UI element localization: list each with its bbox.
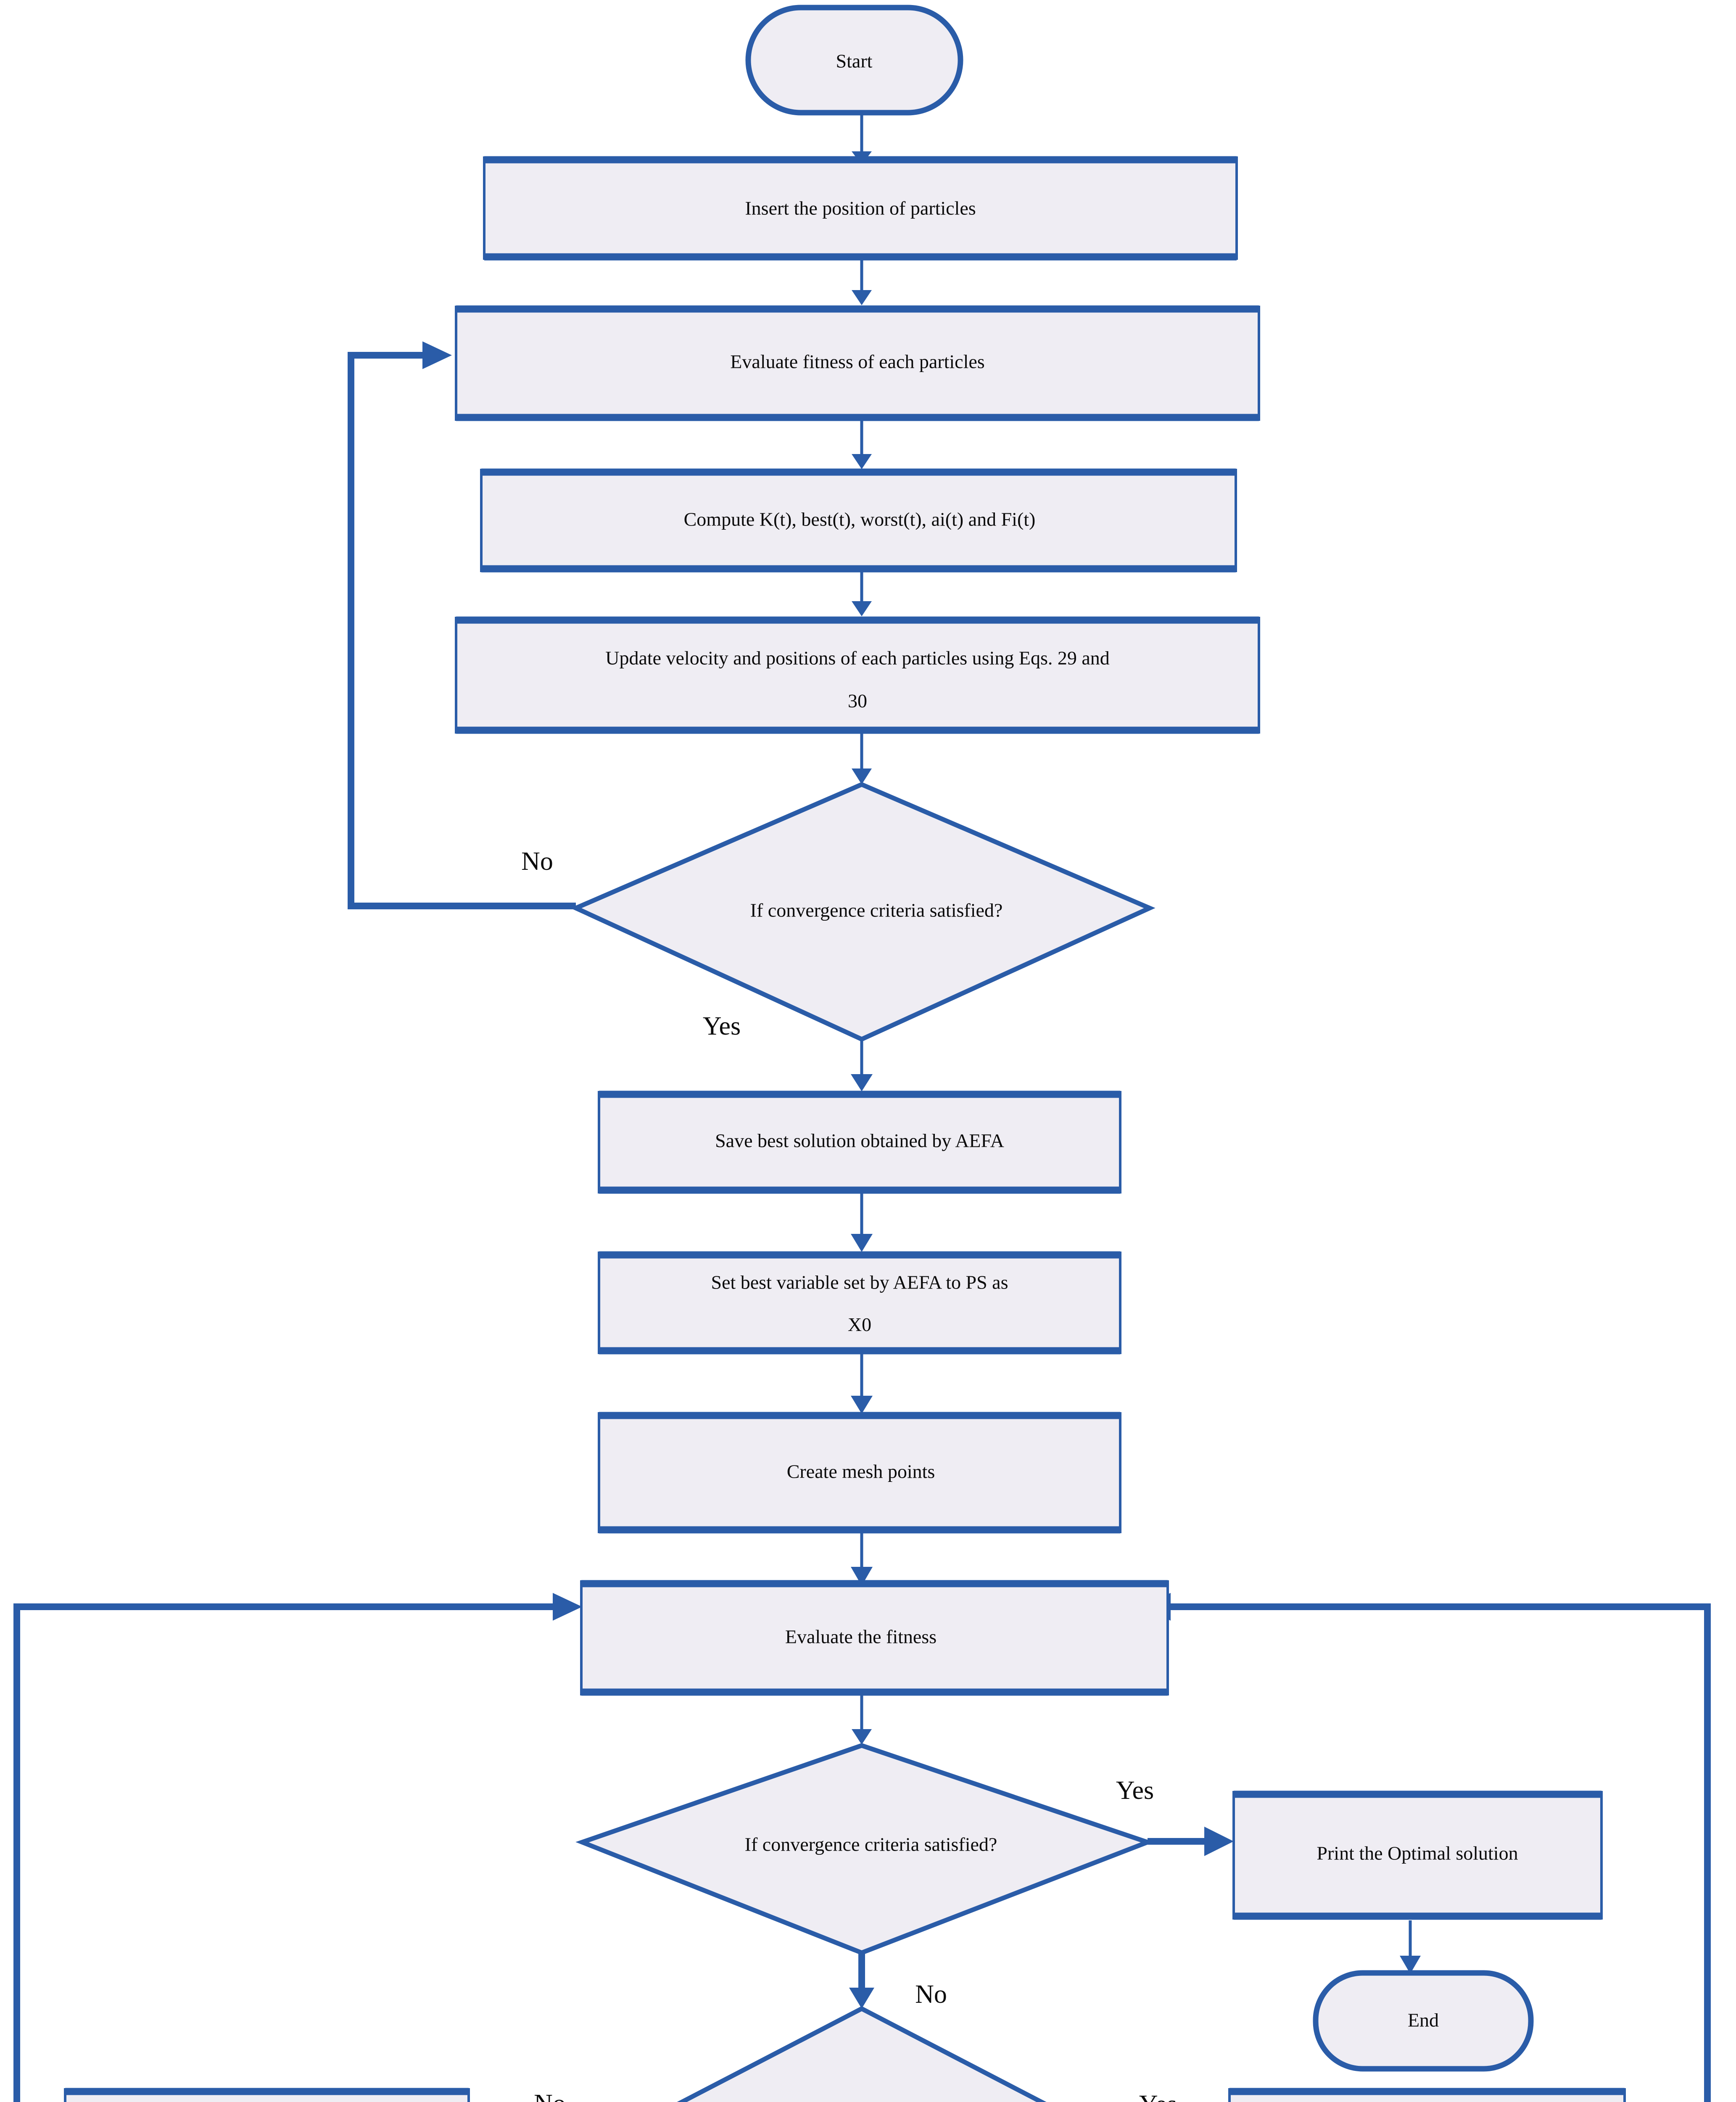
node-start[interactable]: Start (745, 5, 963, 116)
edge-label-convergence1-no: No (521, 847, 553, 876)
node-evaluate-the-fitness-label: Evaluate the fitness (785, 1626, 937, 1648)
node-save-best-solution[interactable]: Save best solution obtained by AEFA (598, 1091, 1121, 1194)
node-end[interactable]: End (1313, 1970, 1534, 2072)
connector-compute-to-update (852, 572, 872, 616)
edge-label-convergence2-yes: Yes (1116, 1776, 1154, 1805)
node-set-best-variable-var-zero: 0 (862, 1314, 871, 1335)
connector-setbest-to-createmesh (851, 1352, 873, 1414)
edge-label-fitnesscompare-yes: Yes (1139, 2090, 1177, 2102)
connector-convergence2-yes-to-print (1148, 1827, 1234, 1856)
edge-label-fitnesscompare-no: No (534, 2089, 566, 2102)
node-set-best-variable-var-x: X (848, 1314, 862, 1335)
node-print-optimal-solution-label: Print the Optimal solution (1317, 1843, 1518, 1864)
connector-createmesh-to-evaluatefitness (851, 1532, 873, 1586)
node-set-best-variable[interactable]: Set best variable set by AEFA to PS as X… (598, 1251, 1121, 1355)
node-set-best-variable-label-line2: X0 (848, 1314, 871, 1335)
node-update-velocity-label-line1: Update velocity and positions of each pa… (605, 647, 1110, 669)
connector-save-to-setbest (851, 1192, 873, 1252)
connector-convergence1-yes-to-save (851, 1038, 873, 1091)
node-convergence-decision-1[interactable]: If convergence criteria satisfied? (570, 782, 1156, 1042)
node-print-optimal-solution[interactable]: Print the Optimal solution (1232, 1790, 1603, 1920)
connector-print-to-end (1400, 1920, 1421, 1974)
node-fitness-compare-decision[interactable]: Is fitness is lower than the fitness for… (607, 2006, 1116, 2102)
node-convergence-decision-2-label: If convergence criteria satisfied? (745, 1834, 997, 1855)
connector-insert-to-evaluate-particles (852, 259, 872, 305)
connector-evaluatefitness-to-convergence2 (852, 1694, 872, 1745)
node-insert-position[interactable]: Insert the position of particles (483, 156, 1238, 261)
node-compute-params[interactable]: Compute K(t), best(t), worst(t), ai(t) a… (480, 468, 1237, 573)
node-evaluate-the-fitness[interactable]: Evaluate the fitness (580, 1580, 1169, 1696)
node-evaluate-fitness-particles-label: Evaluate fitness of each particles (730, 351, 984, 372)
edge-label-convergence2-no: No (915, 1980, 947, 2009)
node-evaluate-fitness-particles[interactable]: Evaluate fitness of each particles (455, 305, 1260, 421)
node-start-label: Start (836, 50, 873, 72)
node-end-label: End (1408, 2010, 1439, 2031)
connector-convergence2-no-to-fitnesscompare (849, 1951, 874, 2009)
node-double-mesh-point[interactable]: Double mesh point (1228, 2088, 1626, 2102)
node-set-best-variable-label-line1: Set best variable set by AEFA to PS as (711, 1272, 1008, 1293)
connector-reduce-to-evaluatefitness-loop (13, 1593, 582, 2102)
node-save-best-solution-label: Save best solution obtained by AEFA (715, 1130, 1004, 1151)
node-insert-position-label: Insert the position of particles (745, 198, 976, 219)
node-convergence-decision-1-label: If convergence criteria satisfied? (750, 900, 1003, 921)
connector-update-to-convergence1 (852, 734, 872, 784)
node-create-mesh-points[interactable]: Create mesh points (598, 1412, 1121, 1534)
node-update-velocity[interactable]: Update velocity and positions of each pa… (455, 616, 1260, 734)
node-convergence-decision-2[interactable]: If convergence criteria satisfied? (575, 1743, 1155, 1955)
node-create-mesh-points-label: Create mesh points (787, 1461, 935, 1482)
connector-convergence1-no-loop (348, 341, 576, 909)
edge-label-convergence1-yes: Yes (703, 1012, 741, 1040)
node-update-velocity-label-line2: 30 (848, 690, 867, 712)
node-reduce-mesh-point[interactable]: Reduce the mesh point to half (64, 2088, 470, 2102)
connector-evaluate-particles-to-compute (852, 420, 872, 469)
node-compute-params-label: Compute K(t), best(t), worst(t), ai(t) a… (684, 509, 1036, 530)
